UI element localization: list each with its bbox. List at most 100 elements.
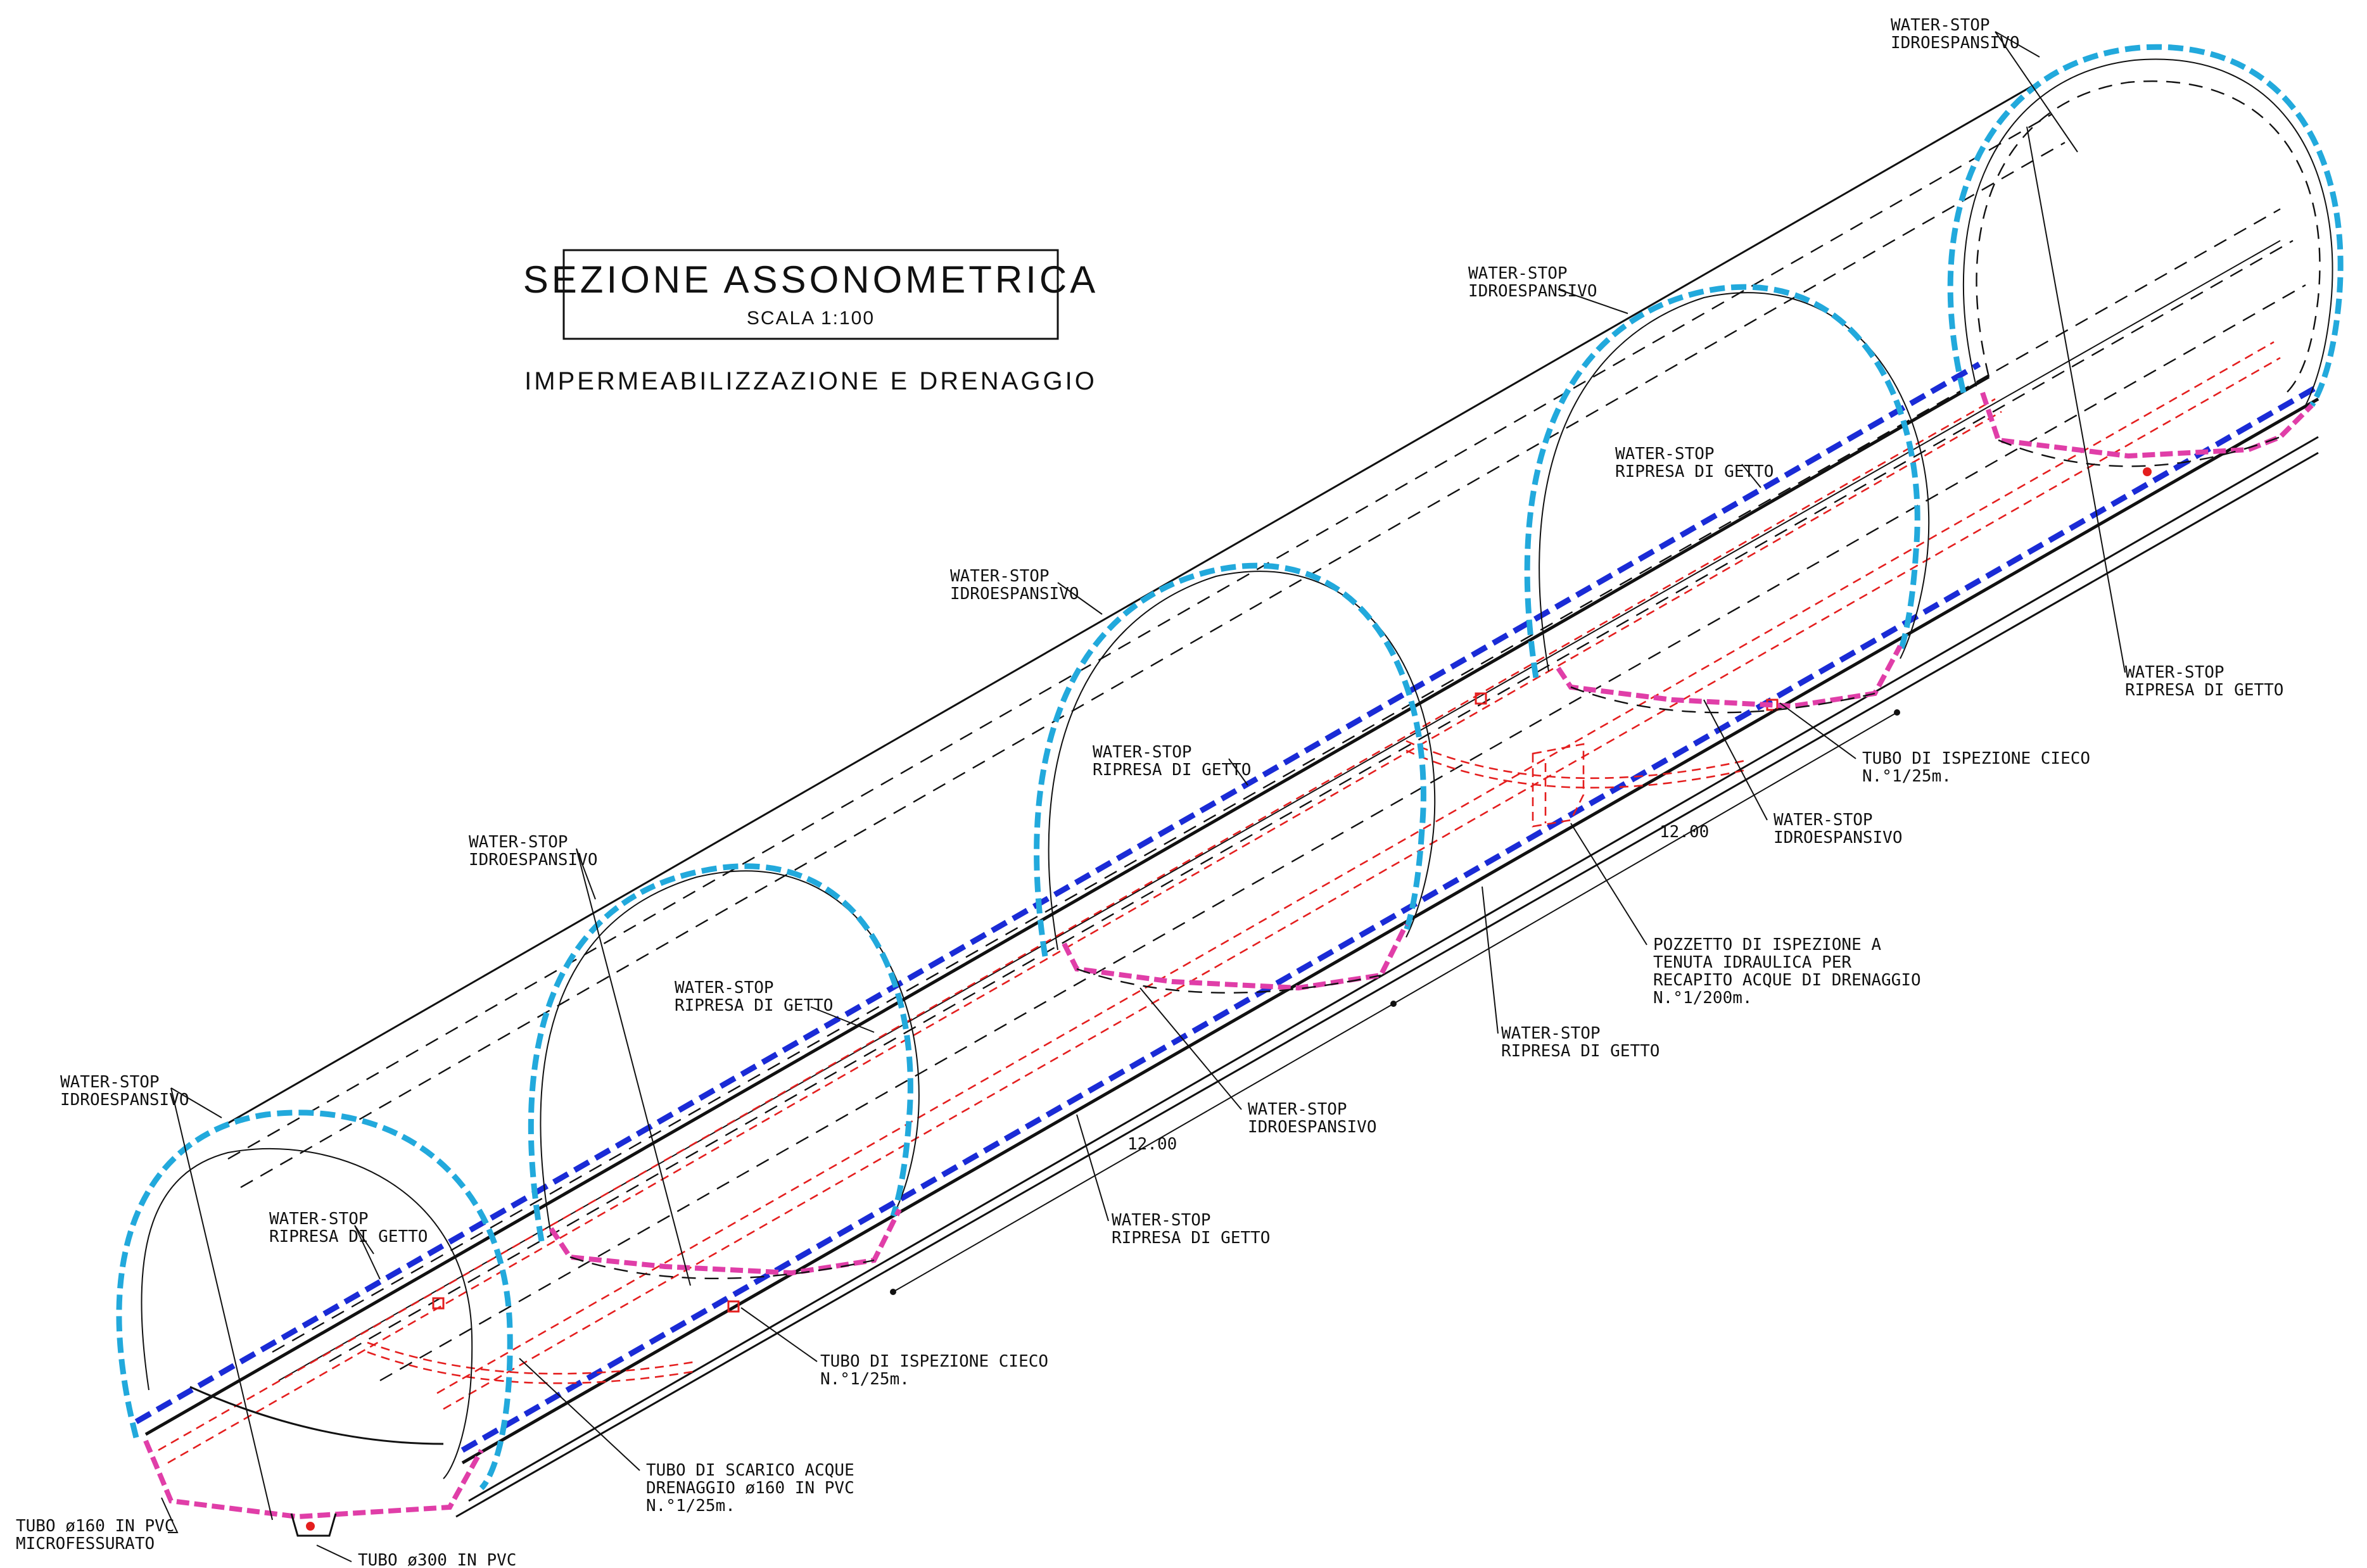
floor-line-3 (379, 284, 2306, 1382)
label-ws-ripresa-4b: RIPRESA DI GETTO (1615, 462, 1774, 481)
label-ws-idro-3a: WATER-STOP (950, 567, 1050, 586)
leader-ws-idro-1b (170, 1087, 273, 1521)
leader-ws-idro-5 (1139, 987, 1242, 1110)
drain-branch-1 (367, 1341, 697, 1375)
crown-line (215, 84, 2034, 1132)
ring-3-outline (1048, 571, 1436, 951)
label-ws-ripresa-2b: RIPRESA DI GETTO (675, 996, 833, 1015)
label-tubo160-b: MICROFESSURATO (16, 1534, 155, 1553)
label-ws-ripresa-5a: WATER-STOP (1112, 1211, 1211, 1230)
ring-1-waterstop-idroespansivo (116, 1110, 513, 1491)
invert-outer-line-2 (468, 436, 2319, 1502)
label-ws-idro-7b: IDROESPANSIVO (1891, 34, 2020, 53)
label-ws-idro-7a: WATER-STOP (1891, 16, 1990, 35)
label-ws-ripresa-7a: WATER-STOP (2125, 663, 2224, 682)
crown-inner-line-2 (240, 141, 2066, 1189)
leader-ws-idro-2b (576, 848, 691, 1286)
label-ws-idro-4a: WATER-STOP (1468, 264, 1568, 283)
title-frame (562, 249, 1059, 340)
inspection-markers (306, 467, 2152, 1531)
pipe-marker-4 (1475, 692, 1487, 705)
ring-2-outline (540, 870, 920, 1236)
ring-2 (528, 863, 920, 1279)
label-ws-idro-6b: IDROESPANSIVO (1774, 828, 1903, 847)
floor-line-2 (329, 239, 2294, 1363)
ring-5-invert-profile (1998, 436, 2281, 467)
floor-line-1 (272, 208, 2281, 1353)
ring-3 (1034, 562, 1436, 994)
leader-pozzetto (1570, 823, 1647, 945)
drain-pipe-line-2 (167, 410, 2002, 1464)
ring-5-waterstop-idroespansivo (1947, 44, 2344, 407)
ring-4-outline (1539, 292, 1930, 672)
label-ws-idro-1b: IDROESPANSIVO (60, 1091, 189, 1110)
label-pozzetto-c: RECAPITO ACQUE DI DRENAGGIO (1653, 971, 1921, 990)
leader-tubo160 (161, 1497, 179, 1533)
label-ws-idro-5b: IDROESPANSIVO (1248, 1118, 1377, 1137)
floor-line-4 (278, 240, 2281, 1381)
crown-inner-line (227, 113, 2053, 1160)
drain-branch-2b (1406, 749, 1749, 789)
leader-ws-ripresa-6 (1482, 886, 1499, 1034)
label-pozzetto-a: POZZETTO DI ISPEZIONE A (1653, 935, 1881, 954)
label-pozzetto-b: TENUTA IDRAULICA PER (1653, 953, 1851, 972)
dimension-line-2 (1393, 712, 1898, 1004)
invert-outer-line (455, 452, 2319, 1518)
leader-ws-idro-6 (1703, 699, 1768, 821)
ring-4-waterstop-idroespansivo (1524, 284, 1920, 678)
label-ws-ripresa-5b: RIPRESA DI GETTO (1112, 1229, 1270, 1248)
label-ws-ripresa-4a: WATER-STOP (1615, 445, 1715, 464)
ring-2-waterstop-ripresa (549, 1208, 902, 1276)
impermeabilizzazione-bottom-line (460, 384, 2320, 1453)
dimension-tick-1a (890, 1289, 896, 1295)
label-ws-ripresa-3a: WATER-STOP (1093, 743, 1192, 762)
leader-ws-idro-7b (1995, 31, 2078, 153)
ring-1-invert (290, 1513, 337, 1537)
title-scale: SCALA 1:100 (747, 308, 875, 329)
dimension-label-2: 12.00 (1659, 823, 1709, 842)
drain-branch-2 (1406, 740, 1749, 780)
drainage-system (158, 341, 2281, 1531)
label-tubo-scarico-a: TUBO DI SCARICO ACQUE (646, 1461, 854, 1480)
label-tubo-isp-1a: TUBO DI ISPEZIONE CIECO (820, 1352, 1048, 1371)
leader-ws-ripresa-3 (1228, 758, 1248, 786)
pipe-marker-1 (306, 1522, 315, 1531)
pozzetto-outline (1532, 743, 1585, 828)
annotations: WATER-STOP IDROESPANSIVO WATER-STOP RIPR… (16, 16, 2283, 1568)
ring-2-waterstop-idroespansivo (528, 863, 913, 1242)
label-ws-ripresa-3b: RIPRESA DI GETTO (1093, 761, 1251, 780)
pipe-marker-5 (727, 1300, 740, 1313)
leader-ws-idro-2 (576, 848, 596, 900)
ring-1-waterstop-ripresa (143, 1439, 484, 1520)
label-tubo-isp-1b: N.°1/25m. (820, 1370, 910, 1389)
label-tubo-scarico-c: N.°1/25m. (646, 1496, 735, 1515)
label-ws-ripresa-1a: WATER-STOP (269, 1210, 369, 1229)
leader-ws-idro-1 (170, 1087, 222, 1118)
pipe-marker-3 (432, 1297, 445, 1310)
label-tubo-isp-2a: TUBO DI ISPEZIONE CIECO (1862, 749, 2090, 768)
leader-tubo-isp-2 (1779, 702, 1856, 759)
leader-ws-ripresa-4 (1741, 464, 1761, 488)
leader-lines (161, 31, 2126, 1562)
ring-5-outline (1962, 58, 2333, 406)
leader-tubo-scarico (519, 1358, 640, 1471)
ring-3-waterstop-idroespansivo (1034, 562, 1426, 957)
label-tubo-scarico-b: DRENAGGIO ø160 IN PVC (646, 1479, 854, 1498)
label-ws-ripresa-1b: RIPRESA DI GETTO (269, 1227, 428, 1246)
title-subtitle: IMPERMEABILIZZAZIONE E DRENAGGIO (524, 367, 1097, 395)
pipe-marker-2 (2143, 467, 2152, 476)
leader-ws-ripresa-5 (1076, 1114, 1109, 1222)
leader-ws-ripresa-1 (354, 1225, 374, 1255)
label-tubo160-a: TUBO ø160 IN PVC (16, 1517, 174, 1536)
label-ws-idro-2a: WATER-STOP (469, 833, 568, 852)
leader-ws-ripresa-7 (2026, 126, 2126, 673)
ring-1-inner-profile (189, 1386, 444, 1445)
dimension-tick-2b (1894, 709, 1900, 716)
leader-ws-idro-4 (1558, 289, 1628, 314)
label-ws-idro-5a: WATER-STOP (1248, 1100, 1347, 1119)
label-ws-idro-4b: IDROESPANSIVO (1468, 282, 1597, 301)
dimension-line-1 (892, 1003, 1394, 1293)
label-tubo300: TUBO ø300 IN PVC (358, 1551, 516, 1568)
drain-branch-1b (367, 1351, 697, 1384)
